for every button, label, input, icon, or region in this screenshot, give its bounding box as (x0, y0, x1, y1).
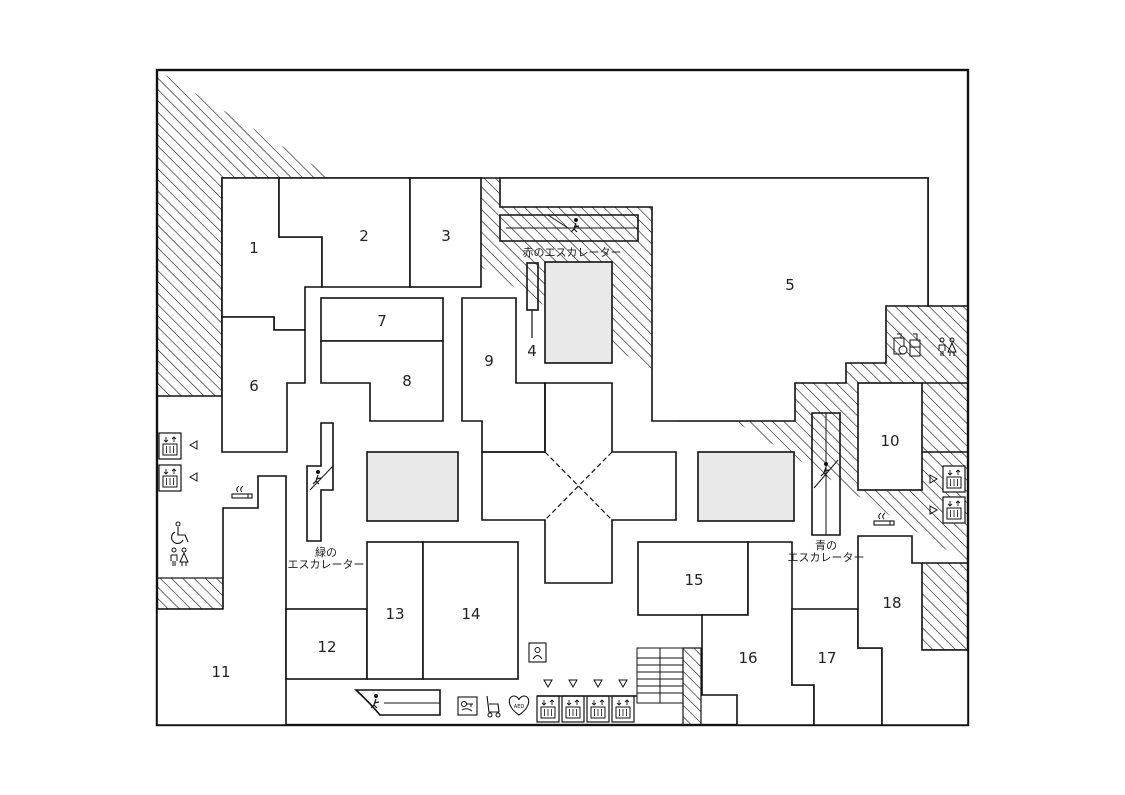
room-label-2: 2 (359, 227, 369, 245)
room-8[interactable] (320, 340, 444, 422)
hatched-left-block (156, 577, 224, 610)
room-label-16: 16 (738, 649, 757, 667)
room-11[interactable] (156, 475, 287, 726)
room-label-18: 18 (882, 594, 901, 612)
elevator-icon[interactable] (561, 695, 585, 723)
elevator-icon[interactable] (536, 695, 560, 723)
room-15[interactable] (637, 541, 749, 616)
aed-label: AED (514, 704, 525, 710)
hatched-right-lower (922, 563, 968, 650)
red-escalator-label: 赤のエスカレーター (523, 246, 622, 259)
room-label-9: 9 (484, 352, 494, 370)
room-label-7: 7 (377, 312, 387, 330)
room-label-10: 10 (880, 432, 899, 450)
room-label-6: 6 (249, 377, 259, 395)
green-escalator-label-1: 緑の (315, 545, 337, 559)
information-icon[interactable] (528, 642, 547, 663)
elevator-arrow-icon (188, 440, 198, 482)
red-escalator[interactable] (499, 214, 639, 242)
room-12[interactable] (285, 608, 368, 680)
aed-icon[interactable]: AED (508, 695, 530, 716)
bottom-escalator[interactable] (353, 689, 441, 716)
blue-escalator-label-1: 青の (815, 539, 837, 552)
room-label-13: 13 (385, 605, 404, 623)
coin-locker-icon[interactable] (457, 696, 478, 716)
outer-border (155, 68, 970, 727)
smoking-area-icon[interactable] (231, 485, 253, 499)
elevator-icon[interactable] (158, 432, 182, 460)
room-label-8: 8 (402, 372, 412, 390)
elevator-icon[interactable] (586, 695, 610, 723)
elevator-icon[interactable] (158, 464, 182, 492)
blue-escalator[interactable] (811, 412, 841, 536)
room-label-12: 12 (317, 638, 336, 656)
room-5[interactable] (499, 177, 929, 422)
nursing-room-icon[interactable] (893, 333, 921, 357)
elevator-icon[interactable] (611, 695, 635, 723)
stairs-icon[interactable] (636, 647, 684, 704)
green-escalator[interactable] (306, 422, 334, 542)
room-label-4: 4 (527, 342, 537, 360)
room-label-17: 17 (817, 649, 836, 667)
room-18[interactable] (857, 535, 969, 726)
room-3[interactable] (409, 177, 482, 288)
elevator-arrow-icon (543, 679, 628, 689)
atrium-void-upper (544, 261, 613, 364)
room-6[interactable] (221, 316, 306, 453)
room-label-3: 3 (441, 227, 451, 245)
central-cross-diagonals (544, 451, 613, 521)
room-10[interactable] (857, 382, 923, 491)
blue-escalator-label-2: エスカレーター (788, 551, 865, 564)
room-label-14: 14 (461, 605, 480, 623)
hatched-right-upper (922, 383, 968, 452)
room-13[interactable] (366, 541, 424, 680)
wheelchair-icon[interactable] (171, 521, 189, 544)
elevator-icon[interactable] (942, 465, 966, 493)
elevator-arrow-icon (929, 474, 939, 515)
room-14[interactable] (422, 541, 519, 680)
room-label-5: 5 (785, 276, 795, 294)
room-label-15: 15 (684, 571, 703, 589)
room-label-1: 1 (249, 239, 259, 257)
hatched-stair-wall (682, 647, 702, 726)
elevator-icon[interactable] (942, 496, 966, 524)
atrium-void-left (366, 451, 459, 522)
room-label-11: 11 (211, 663, 230, 681)
restroom-icon[interactable] (170, 547, 189, 567)
stroller-icon[interactable] (486, 695, 501, 718)
atrium-void-right (697, 451, 795, 522)
green-escalator-label-2: エスカレーター (288, 558, 365, 571)
